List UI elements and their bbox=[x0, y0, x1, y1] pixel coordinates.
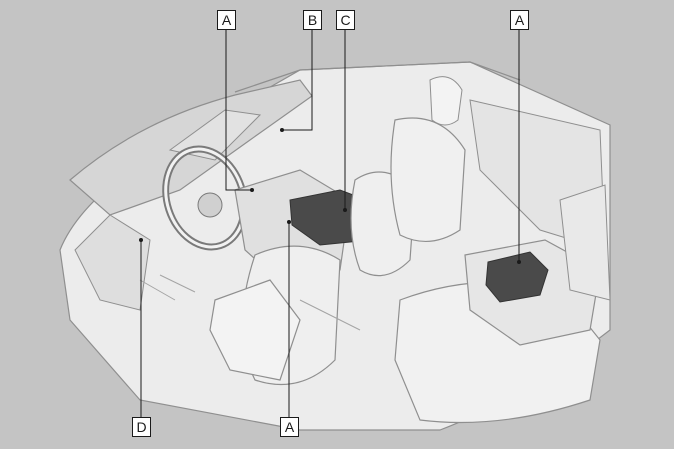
rear-seat-back-right bbox=[559, 184, 611, 301]
floor-lines bbox=[139, 274, 361, 331]
passenger-headrest bbox=[429, 76, 463, 126]
driver-seat-cushion bbox=[209, 279, 301, 381]
callout-a-dash: A bbox=[217, 10, 236, 30]
callout-a-console: A bbox=[280, 417, 299, 437]
left-door-panel bbox=[74, 214, 151, 311]
callout-b: B bbox=[303, 10, 322, 30]
callout-c: C bbox=[336, 10, 355, 30]
callout-a-rear: A bbox=[510, 10, 529, 30]
leader-dots bbox=[139, 128, 521, 264]
callout-d: D bbox=[132, 417, 151, 437]
windshield-frame bbox=[234, 61, 521, 93]
rear-cup-holder bbox=[485, 251, 549, 303]
leader-b bbox=[282, 30, 313, 131]
steering-wheel bbox=[162, 145, 248, 251]
leader-a-dash bbox=[225, 30, 252, 191]
front-right-seat bbox=[390, 117, 466, 243]
leader-lines bbox=[140, 30, 520, 417]
